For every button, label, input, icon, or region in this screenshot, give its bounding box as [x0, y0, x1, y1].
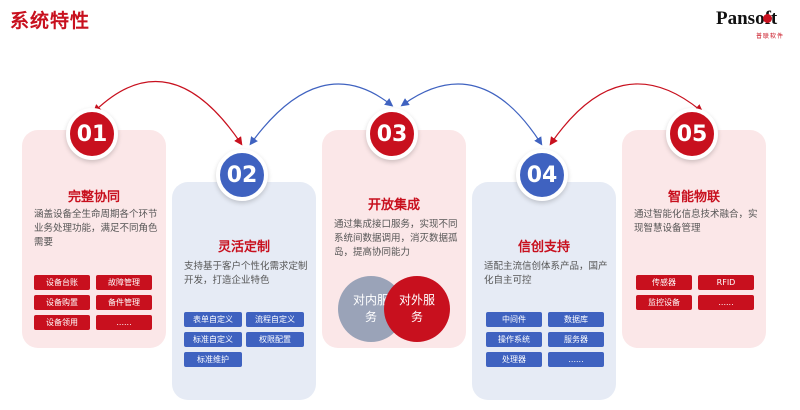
tag-05-1: 传感器: [636, 275, 692, 290]
tag-02-2: 流程自定义: [246, 312, 304, 327]
tag-05-3: 监控设备: [636, 295, 692, 310]
logo-globe-icon: [763, 14, 772, 23]
feature-title-03: 开放集成: [367, 198, 420, 213]
feature-title-05: 智能物联: [667, 190, 720, 205]
feature-number-05: 05: [666, 108, 718, 160]
feature-title-01: 完整协同: [67, 190, 120, 205]
feature-card-04: [472, 182, 616, 400]
feature-title-04: 信创支持: [517, 240, 570, 255]
arc-02-03: [249, 83, 394, 146]
feature-desc-01: 涵盖设备全生命周期各个环节业务处理功能，满足不同角色需要: [34, 209, 158, 248]
feature-number-04: 04: [516, 149, 568, 201]
feature-card-01: [22, 130, 166, 348]
arc-04-05: [549, 83, 704, 146]
tag-01-1: 设备台账: [34, 275, 90, 290]
tag-04-1: 中间件: [486, 312, 542, 327]
feature-desc-05: 通过智能化信息技术融合，实现智慧设备管理: [634, 209, 758, 234]
tag-02-1: 表单自定义: [184, 312, 242, 327]
tag-02-4: 权限配置: [246, 332, 304, 347]
logo-name: Pansoft: [716, 8, 778, 29]
feature-desc-02: 支持基于客户个性化需求定制开发，打造企业特色: [184, 261, 308, 286]
tag-04-4: 服务器: [548, 332, 604, 347]
pansoft-logo: Pansoft 普联软件: [716, 8, 792, 42]
feature-card-05: [622, 130, 766, 348]
feature-number-01: 01: [66, 108, 118, 160]
page-title: 系统特性: [10, 10, 91, 32]
tag-01-2: 故障管理: [96, 275, 152, 290]
arc-03-04: [400, 83, 543, 146]
tag-04-3: 操作系统: [486, 332, 542, 347]
arc-01-02: [92, 80, 243, 146]
feature-desc-03: 通过集成接口服务，实现不同系统间数据调用，消灭数据孤岛，提高协同能力: [334, 219, 458, 258]
tag-01-4: 备件管理: [96, 295, 152, 310]
tag-01-5: 设备领用: [34, 315, 90, 330]
tag-02-5: 标准维护: [184, 352, 242, 367]
tag-01-3: 设备购置: [34, 295, 90, 310]
tag-04-2: 数据库: [548, 312, 604, 327]
tag-05-2: RFID: [698, 275, 754, 290]
tag-01-6: ......: [96, 315, 152, 330]
feature-card-02: [172, 182, 316, 400]
feature-title-02: 灵活定制: [217, 240, 270, 255]
feature-number-03: 03: [366, 108, 418, 160]
tag-05-4: ......: [698, 295, 754, 310]
tag-04-6: ......: [548, 352, 604, 367]
outer-service-bubble: 对外服务: [384, 276, 450, 342]
feature-desc-04: 适配主流信创体系产品，国产化自主可控: [484, 261, 608, 286]
feature-number-02: 02: [216, 149, 268, 201]
tag-02-3: 标准自定义: [184, 332, 242, 347]
tag-04-5: 处理器: [486, 352, 542, 367]
logo-tagline: 普联软件: [756, 33, 785, 40]
